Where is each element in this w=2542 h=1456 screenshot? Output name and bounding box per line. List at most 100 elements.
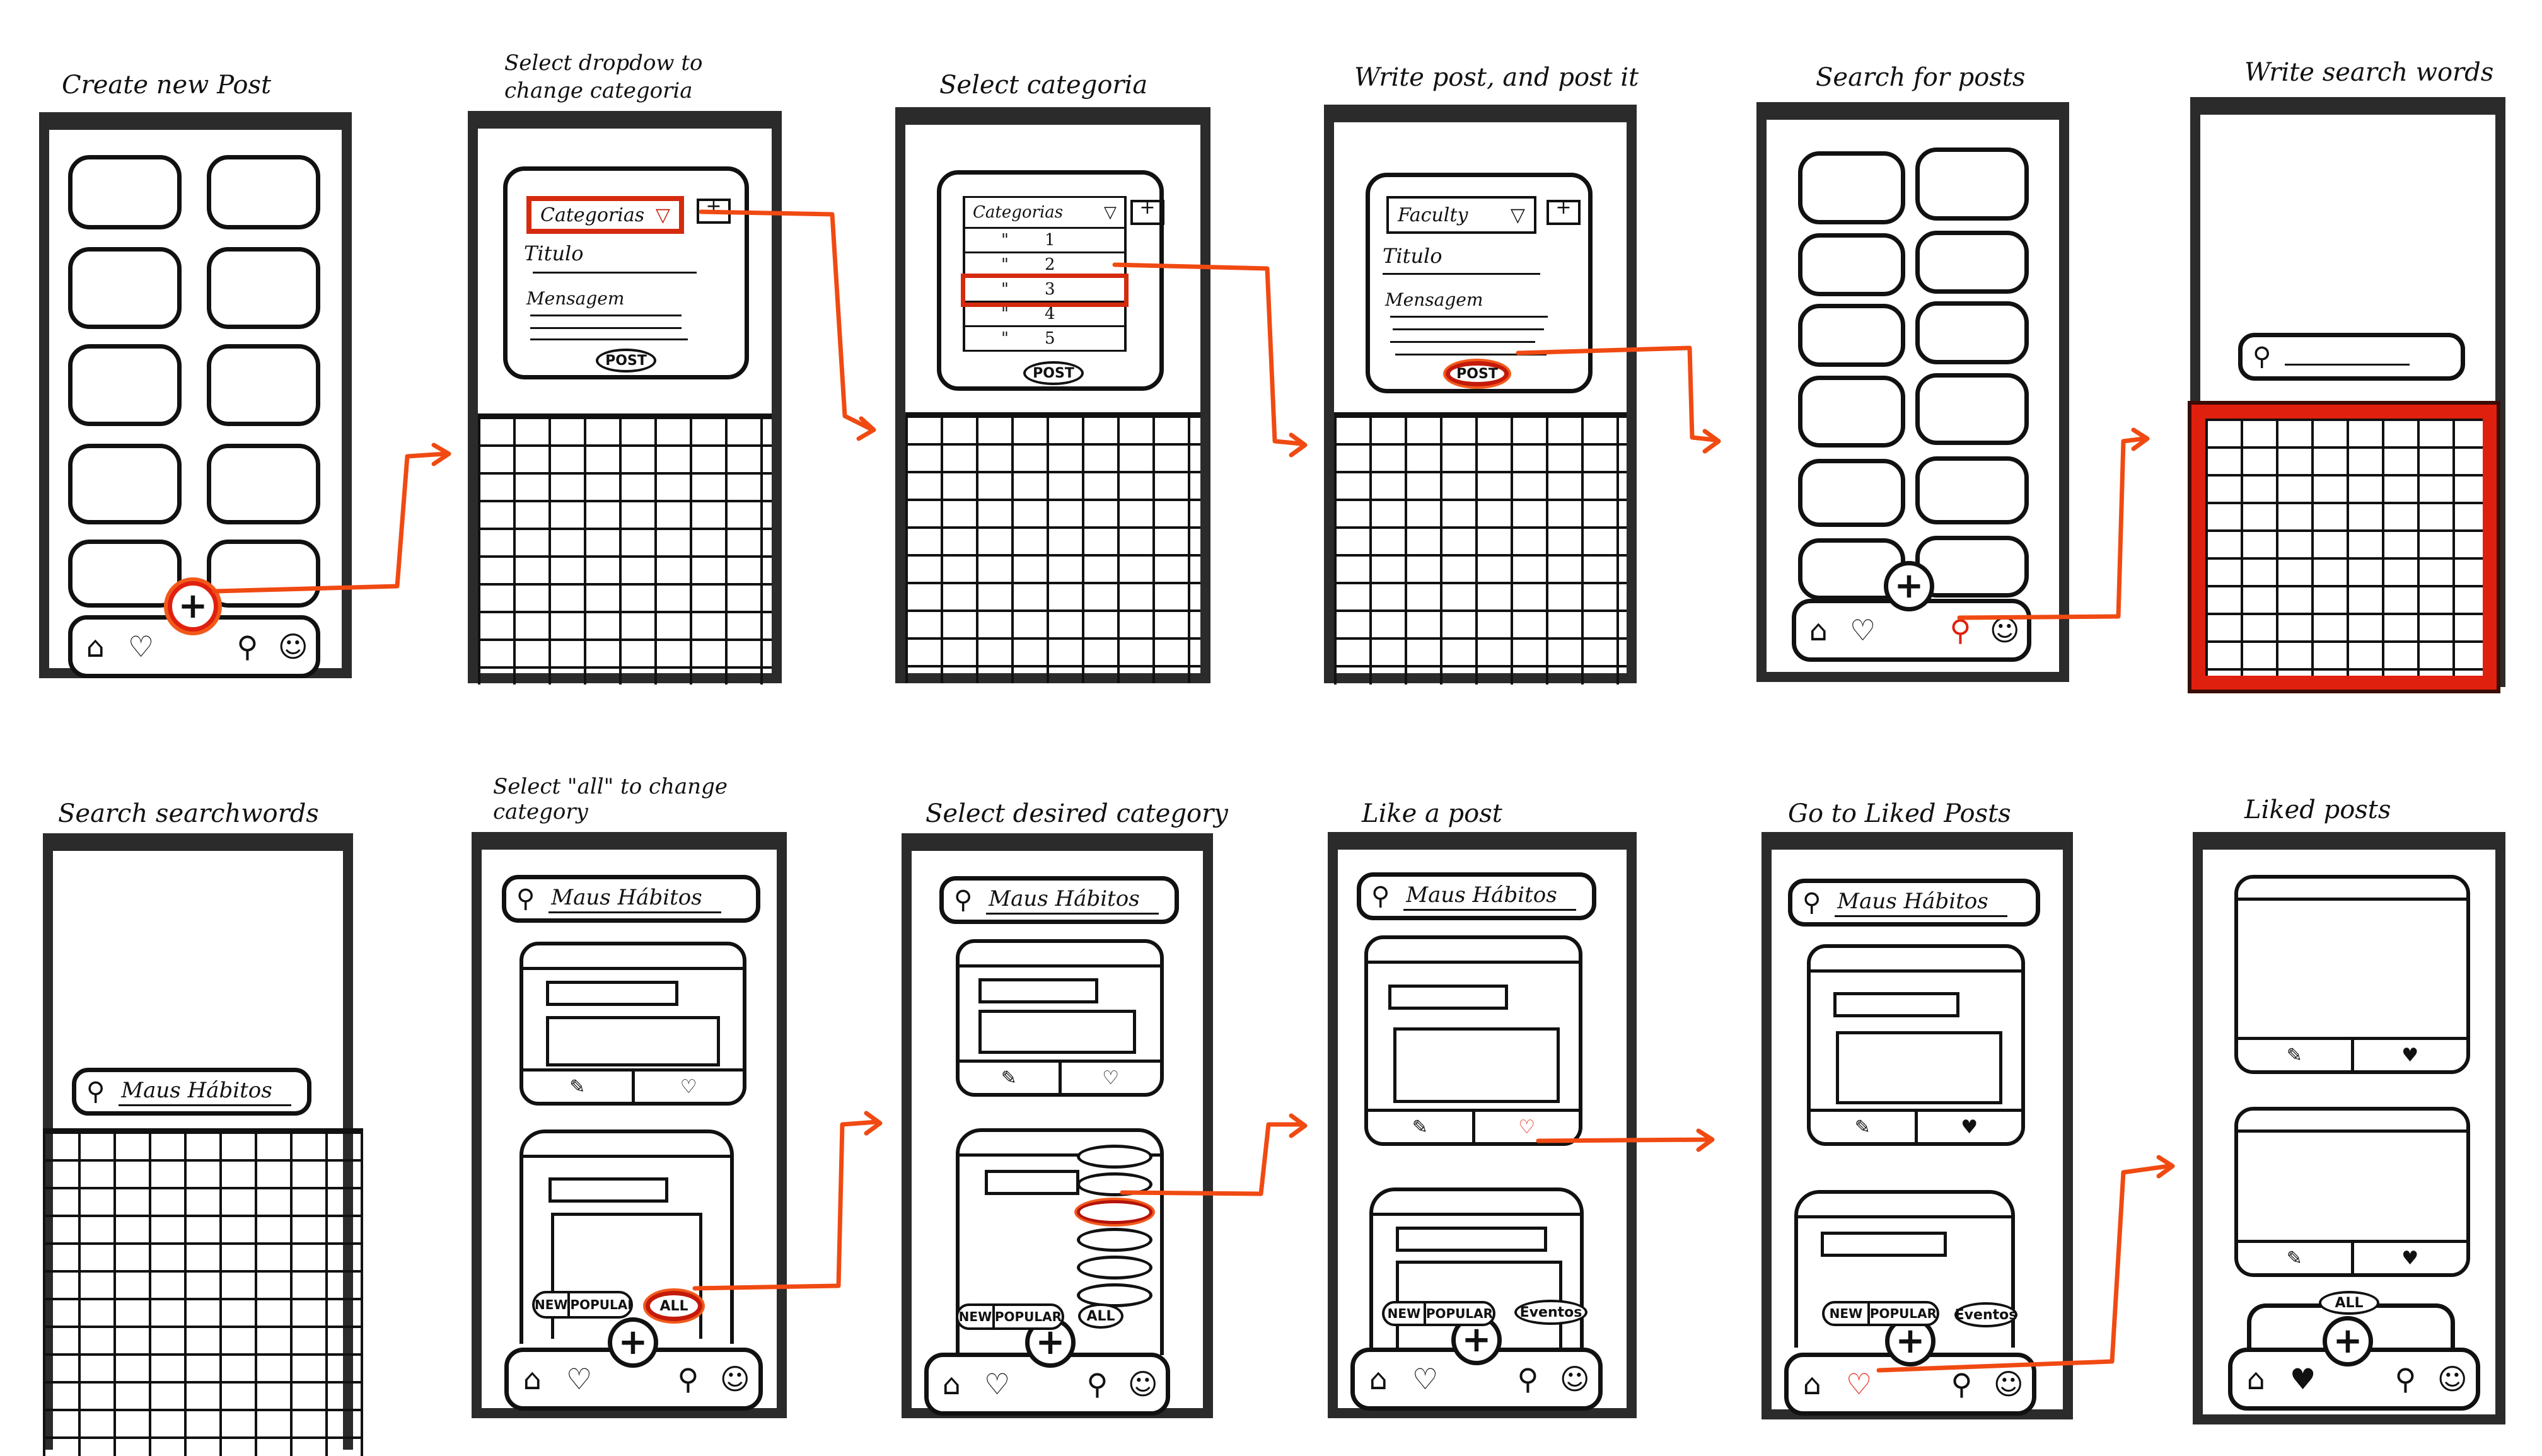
- post-card[interactable]: [68, 344, 182, 426]
- search-icon[interactable]: ⚲: [1951, 1367, 1973, 1401]
- category-option[interactable]: [1077, 1283, 1152, 1307]
- edit-icon[interactable]: ✎: [2286, 1044, 2302, 1066]
- category-option[interactable]: [1077, 1228, 1152, 1252]
- post-card[interactable]: [207, 444, 320, 524]
- search-input[interactable]: ⚲ Maus Hábitos: [939, 876, 1179, 924]
- category-option-selected[interactable]: [1077, 1200, 1152, 1224]
- edit-icon[interactable]: ✎: [1412, 1116, 1428, 1138]
- post-card[interactable]: [1915, 231, 2029, 294]
- post-card[interactable]: ✎ ♡: [956, 939, 1164, 1097]
- edit-icon[interactable]: ✎: [2286, 1247, 2302, 1269]
- category-option[interactable]: "5: [965, 327, 1124, 352]
- post-card[interactable]: [68, 155, 182, 229]
- filter-popular[interactable]: POPULAR: [992, 1306, 1062, 1327]
- category-option[interactable]: [1077, 1145, 1152, 1169]
- search-input[interactable]: ⚲ Maus Hábitos: [72, 1068, 311, 1116]
- category-option[interactable]: [1077, 1256, 1152, 1280]
- liked-icon[interactable]: ♥: [2350, 1040, 2467, 1070]
- search-input[interactable]: ⚲ Maus Hábitos: [1357, 872, 1596, 920]
- filter-events-button[interactable]: Eventos: [1954, 1302, 2017, 1327]
- post-card[interactable]: [207, 247, 320, 329]
- heart-icon[interactable]: ♡: [1849, 613, 1876, 647]
- title-input[interactable]: [533, 272, 697, 274]
- search-icon[interactable]: ⚲: [677, 1362, 699, 1396]
- search-icon[interactable]: ⚲: [236, 630, 258, 664]
- category-dropdown[interactable]: Categorias ▽: [526, 196, 684, 234]
- post-card[interactable]: [68, 540, 182, 608]
- search-input[interactable]: ⚲: [2238, 333, 2465, 381]
- filter-new[interactable]: NEW: [1387, 1306, 1421, 1321]
- edit-icon[interactable]: ✎: [1001, 1066, 1017, 1089]
- filter-popular[interactable]: POPULAR: [567, 1293, 630, 1316]
- post-card[interactable]: [1798, 304, 1905, 367]
- heart-icon[interactable]: ♡: [1845, 1367, 1872, 1401]
- heart-icon[interactable]: ♥: [2289, 1362, 2316, 1396]
- message-input[interactable]: [530, 315, 682, 316]
- search-input[interactable]: ⚲ Maus Hábitos: [1788, 879, 2040, 927]
- profile-icon[interactable]: ☺: [1993, 1367, 2024, 1401]
- post-card[interactable]: ✎ ♡: [519, 942, 746, 1106]
- filter-popular[interactable]: POPULAR: [1423, 1303, 1493, 1324]
- post-card[interactable]: [1798, 151, 1905, 224]
- search-icon[interactable]: ⚲: [1086, 1367, 1108, 1401]
- home-icon[interactable]: ⌂: [942, 1367, 961, 1401]
- search-icon[interactable]: ⚲: [1517, 1362, 1539, 1396]
- profile-icon[interactable]: ☺: [719, 1362, 750, 1396]
- home-icon[interactable]: ⌂: [523, 1362, 542, 1396]
- filter-all-button[interactable]: ALL: [2319, 1291, 2379, 1315]
- title-input[interactable]: Titulo: [1383, 244, 1442, 268]
- like-icon[interactable]: ♡: [1471, 1112, 1579, 1142]
- liked-post-card[interactable]: ✎ ♥: [2234, 875, 2470, 1074]
- add-category-icon[interactable]: +: [1547, 199, 1581, 225]
- edit-icon[interactable]: ✎: [569, 1075, 586, 1098]
- post-button[interactable]: POST: [1023, 361, 1084, 385]
- filter-new[interactable]: NEW: [958, 1309, 992, 1324]
- add-category-icon[interactable]: +: [1130, 199, 1164, 225]
- profile-icon[interactable]: ☺: [1559, 1362, 1590, 1396]
- post-card[interactable]: [1798, 538, 1905, 600]
- post-card[interactable]: [207, 344, 320, 426]
- filter-events-button[interactable]: Eventos: [1514, 1300, 1587, 1325]
- home-icon[interactable]: ⌂: [86, 630, 105, 664]
- category-option-selected[interactable]: "3: [961, 274, 1129, 307]
- liked-icon[interactable]: ♥: [2350, 1243, 2467, 1273]
- category-option[interactable]: "2: [965, 253, 1124, 278]
- search-input[interactable]: ⚲ Maus Hábitos: [502, 875, 760, 923]
- post-card[interactable]: ✎ ♡: [1364, 935, 1582, 1146]
- profile-icon[interactable]: ☺: [1989, 613, 2020, 647]
- post-card[interactable]: [68, 444, 182, 524]
- profile-icon[interactable]: ☺: [2437, 1362, 2468, 1396]
- post-card[interactable]: [1798, 376, 1905, 448]
- add-post-button[interactable]: +: [608, 1317, 658, 1368]
- post-card[interactable]: [1915, 456, 2029, 524]
- filter-all-button[interactable]: ALL: [1078, 1303, 1123, 1329]
- post-card[interactable]: [1798, 233, 1905, 296]
- add-post-button[interactable]: +: [1451, 1315, 1502, 1365]
- add-post-button[interactable]: +: [2323, 1316, 2373, 1366]
- liked-post-card[interactable]: ✎ ♥: [2234, 1107, 2470, 1277]
- home-icon[interactable]: ⌂: [1369, 1362, 1388, 1396]
- liked-icon[interactable]: ♥: [1914, 1112, 2022, 1142]
- post-card[interactable]: [1915, 301, 2029, 364]
- add-category-icon[interactable]: +: [697, 197, 731, 224]
- profile-icon[interactable]: ☺: [277, 630, 308, 664]
- filter-new[interactable]: NEW: [1829, 1306, 1863, 1321]
- search-icon[interactable]: ⚲: [1949, 613, 1971, 647]
- filter-new[interactable]: NEW: [535, 1297, 568, 1312]
- post-card[interactable]: [68, 247, 182, 329]
- heart-icon[interactable]: ♡: [984, 1367, 1011, 1401]
- heart-icon[interactable]: ♡: [1412, 1362, 1439, 1396]
- home-icon[interactable]: ⌂: [1802, 1367, 1821, 1401]
- add-post-button[interactable]: +: [1884, 561, 1934, 611]
- post-card[interactable]: ✎ ♥: [1807, 944, 2025, 1146]
- category-option[interactable]: [1077, 1172, 1152, 1196]
- search-icon[interactable]: ⚲: [2394, 1362, 2417, 1396]
- category-option[interactable]: "4: [965, 303, 1124, 327]
- heart-icon[interactable]: ♡: [127, 630, 154, 664]
- like-icon[interactable]: ♡: [631, 1072, 743, 1102]
- like-icon[interactable]: ♡: [1058, 1063, 1161, 1093]
- category-option[interactable]: "1: [965, 229, 1124, 253]
- category-list-header[interactable]: Categorias ▽: [965, 196, 1124, 229]
- profile-icon[interactable]: ☺: [1127, 1367, 1158, 1401]
- edit-icon[interactable]: ✎: [1854, 1116, 1871, 1138]
